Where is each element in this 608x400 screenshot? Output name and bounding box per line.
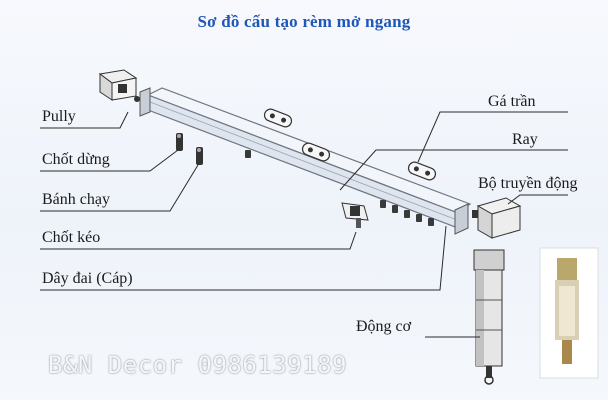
diagram-title: Sơ đồ cấu tạo rèm mở ngang (197, 12, 411, 31)
label-chot-dung: Chốt dừng (42, 151, 110, 168)
pull-carrier (341, 202, 369, 228)
stopper-pins (176, 133, 203, 165)
label-ga-tran: Gá trần (488, 93, 536, 110)
label-chot-keo: Chốt kéo (42, 229, 101, 246)
watermark-text: B&N Decor 0986139189 (48, 351, 347, 379)
motor-body (473, 249, 505, 385)
leader-lines (40, 111, 568, 338)
label-dong-co: Động cơ (356, 318, 412, 335)
pulley-block (98, 69, 140, 102)
rail-track (139, 87, 472, 235)
label-ray: Ray (512, 131, 538, 148)
label-bo-truyen-dong: Bộ truyền động (478, 175, 578, 192)
motor-photo-inset (539, 247, 599, 379)
label-day-dai: Dây đai (Cáp) (42, 270, 133, 287)
drive-box (472, 197, 522, 239)
label-pully: Pully (42, 108, 76, 125)
ceiling-bracket (263, 108, 437, 181)
label-banh-chay: Bánh chạy (42, 191, 110, 208)
runner-wheels (245, 150, 434, 226)
